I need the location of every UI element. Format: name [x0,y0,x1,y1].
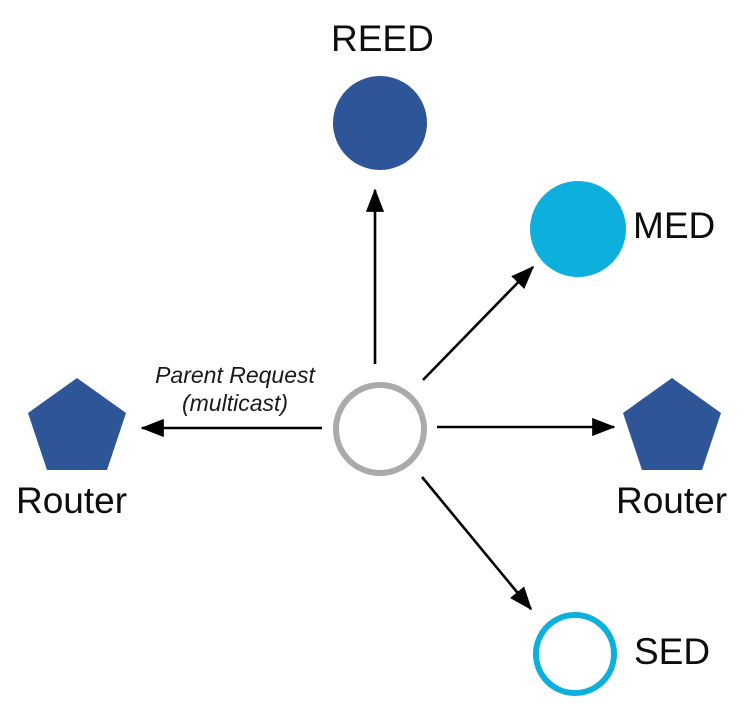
node-joiner-circle [333,382,427,476]
node-router-right-pentagon [623,378,721,470]
node-label-router-left: Router [16,480,128,521]
node-label-med: MED [633,205,716,246]
node-router-left-pentagon [28,378,126,470]
node-med-circle [530,181,626,277]
node-label-reed: REED [331,18,434,59]
edge-label-parent-request-line1: Parent Request [155,362,315,388]
node-label-router-right: Router [616,480,728,521]
edge-joiner-med [422,265,535,381]
node-sed-circle [533,612,617,696]
node-layer [28,76,721,696]
node-label-sed: SED [634,631,711,672]
edge-joiner-sed [420,476,533,611]
edge-label-parent-request: Parent Request (multicast) [140,361,330,417]
edge-label-parent-request-line2: (multicast) [181,390,289,417]
node-reed-circle [333,76,427,170]
edge-layer [140,188,616,611]
